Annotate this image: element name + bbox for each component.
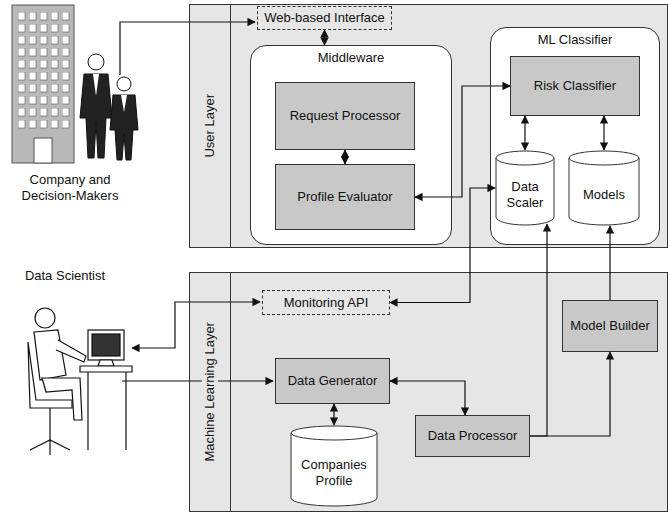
container-box: ML ClassifierRisk ClassifierData Scaler M… xyxy=(490,27,660,245)
actor-caption: Data Scientist xyxy=(10,268,120,284)
layer-strip: User Layer xyxy=(190,5,231,247)
container-title: ML Classifier xyxy=(538,32,613,48)
container-box: MiddlewareRequest ProcessorProfile Evalu… xyxy=(250,45,452,245)
interface-box: Monitoring API xyxy=(262,290,390,315)
node-label: Monitoring API xyxy=(284,295,369,311)
connector-arrow xyxy=(344,150,345,164)
node-label: Data Processor xyxy=(428,428,518,444)
connector-arrow xyxy=(609,226,610,300)
connector-arrow xyxy=(530,352,610,436)
node-label: Request Processor xyxy=(290,108,401,124)
node-label: Model Builder xyxy=(570,318,650,334)
process-box: Data Generator xyxy=(275,358,390,404)
actor-wire xyxy=(132,302,260,348)
people-icon xyxy=(80,54,138,160)
connector-arrow xyxy=(603,116,604,150)
node-label: Profile Evaluator xyxy=(297,189,392,205)
node-label: Models xyxy=(583,187,625,203)
building-icon xyxy=(12,5,74,163)
layer-band: Machine Learning Layer Monitoring API Data… xyxy=(189,272,668,512)
connector-arrow xyxy=(524,116,525,150)
database-cylinder: Models xyxy=(568,150,640,226)
connector-arrow xyxy=(530,224,547,436)
layer-label: User Layer xyxy=(202,91,218,161)
connector-arrow xyxy=(390,381,465,415)
process-box: Risk Classifier xyxy=(510,56,640,116)
process-box: Request Processor xyxy=(275,82,415,150)
process-box: Model Builder xyxy=(562,300,658,352)
node-label: Data Scaler xyxy=(498,179,552,210)
actor-wire xyxy=(122,380,273,381)
connector-arrow xyxy=(390,188,495,303)
node-label: Companies Profile xyxy=(293,457,375,488)
node-label: Data Generator xyxy=(288,373,378,389)
database-cylinder: Companies Profile xyxy=(290,425,378,507)
database-cylinder: Data Scaler xyxy=(495,150,555,226)
actor-wire xyxy=(120,22,255,75)
actor-caption: Company and Decision-Makers xyxy=(5,172,135,203)
connector-arrow xyxy=(415,86,510,197)
interface-box: Web-based Interface xyxy=(257,6,392,30)
node-label: Web-based Interface xyxy=(264,10,384,26)
process-box: Data Processor xyxy=(415,415,530,457)
container-title: Middleware xyxy=(318,50,384,66)
layer-strip: Machine Learning Layer xyxy=(190,273,231,511)
process-box: Profile Evaluator xyxy=(275,164,415,230)
layer-band: User Layer Web-based InterfaceMiddlewareR… xyxy=(189,4,668,248)
connector-arrow xyxy=(333,404,334,425)
node-label: Risk Classifier xyxy=(534,78,616,94)
scientist-icon xyxy=(28,308,132,455)
connector-arrow xyxy=(324,30,325,45)
layer-label: Machine Learning Layer xyxy=(202,319,218,464)
